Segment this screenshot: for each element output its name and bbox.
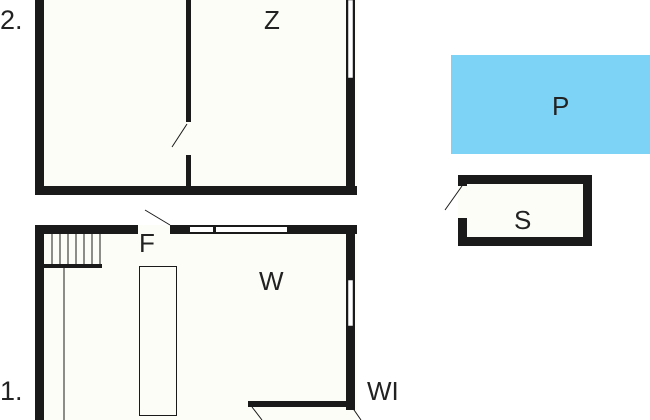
door-swing xyxy=(171,123,188,148)
window xyxy=(216,227,287,232)
partition-wall xyxy=(186,0,191,122)
upper-floor-label: 2. xyxy=(0,5,23,35)
wall xyxy=(35,186,357,195)
room-label-f: F xyxy=(139,228,155,258)
wall xyxy=(35,0,44,195)
pool xyxy=(451,55,650,154)
shed-door-opening xyxy=(458,186,468,218)
shed-floor xyxy=(467,184,583,237)
door-swing xyxy=(444,185,463,211)
room-label-wi: WI xyxy=(367,376,399,406)
room-label-s: S xyxy=(514,205,531,235)
window xyxy=(347,279,354,327)
room-label-z: Z xyxy=(264,5,280,35)
window xyxy=(190,227,213,232)
door-swing xyxy=(144,209,171,226)
kitchen-island xyxy=(139,266,177,416)
wall xyxy=(35,225,44,420)
wall xyxy=(248,401,355,407)
shed: S xyxy=(444,175,592,246)
lower-floor-area xyxy=(35,225,357,420)
upper-floor-area xyxy=(35,0,357,195)
stairs-edge xyxy=(44,264,102,268)
wall xyxy=(35,225,138,234)
lower-floor-label: 1. xyxy=(0,376,23,406)
room-label-p: P xyxy=(552,91,569,121)
door-swing xyxy=(251,406,263,420)
partition-wall xyxy=(186,155,191,190)
door-swing xyxy=(351,406,362,420)
lower-floor: F W 1. WI xyxy=(0,209,399,420)
upper-floor: 2. Z xyxy=(0,0,357,195)
wall xyxy=(346,0,355,195)
stairs xyxy=(51,234,101,266)
room-label-w: W xyxy=(259,266,284,296)
window xyxy=(347,0,354,79)
